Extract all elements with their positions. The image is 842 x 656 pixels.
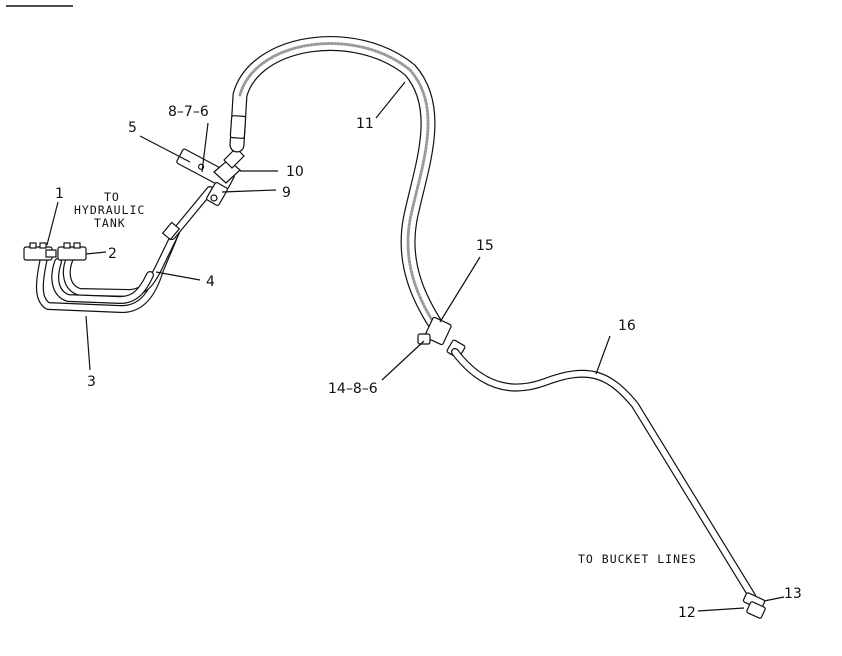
callout-2: 2 xyxy=(108,246,117,262)
callout-14-8-6: 14–8–6 xyxy=(328,381,378,397)
fitting-10 xyxy=(213,147,245,184)
callout-12: 12 xyxy=(678,605,696,621)
note-tank-line3: TANK xyxy=(94,216,126,230)
callout-1: 1 xyxy=(55,186,64,202)
leader-lines xyxy=(46,81,785,612)
callout-4: 4 xyxy=(206,274,215,290)
callout-9: 9 xyxy=(282,185,291,201)
callout-11: 11 xyxy=(356,116,374,132)
note-tank-line1: TO xyxy=(104,190,120,204)
tube-to-block xyxy=(161,186,214,241)
tube-return-bend xyxy=(51,258,154,304)
fitting-1 xyxy=(23,242,57,261)
fitting-2 xyxy=(57,242,87,261)
note-bucket-lines: TO BUCKET LINES xyxy=(578,552,697,566)
callout-15: 15 xyxy=(476,238,494,254)
callout-10: 10 xyxy=(286,164,304,180)
end-fitting-13 xyxy=(742,592,766,619)
callout-5: 5 xyxy=(128,120,137,136)
tube-16 xyxy=(451,348,756,600)
callout-16: 16 xyxy=(618,318,636,334)
tube-assembly-3 xyxy=(35,228,180,314)
hose-11 xyxy=(229,36,444,333)
tube-assembly-4 xyxy=(62,228,180,297)
fitting-9 xyxy=(206,181,228,207)
callout-8-7-6: 8–7–6 xyxy=(168,104,209,120)
callout-3: 3 xyxy=(87,374,96,390)
note-tank-line2: HYDRAULIC xyxy=(74,203,145,217)
callout-13: 13 xyxy=(784,586,802,602)
